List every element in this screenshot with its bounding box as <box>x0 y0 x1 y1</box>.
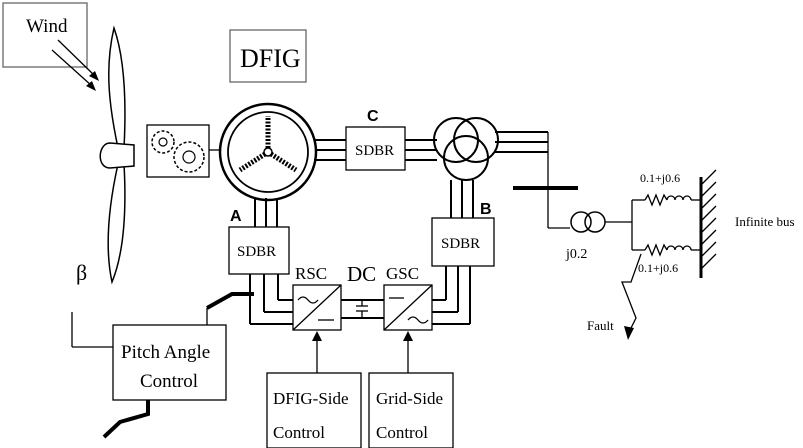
sdbr-right: SDBR <box>431 217 495 267</box>
transformer-icon <box>433 117 499 181</box>
dfig-box: DFIG <box>229 29 307 83</box>
dfig-side-control-box: DFIG-Side Control <box>266 372 362 448</box>
wind-box: Wind <box>2 2 88 68</box>
pitch-control-lines <box>71 292 254 439</box>
gsc-converter-icon <box>383 284 433 331</box>
dc-label: DC <box>347 262 376 286</box>
control-arrows <box>312 331 413 373</box>
fault-label: Fault <box>587 318 614 333</box>
grid-side-line1: Grid-Side <box>376 389 443 408</box>
beta-label: β <box>76 260 87 285</box>
pitch-angle-control-box: Pitch Angle Control <box>112 324 227 401</box>
sdbr-top: SDBR <box>345 126 406 171</box>
rsc-label: RSC <box>295 264 327 283</box>
wind-label: Wind <box>26 16 68 37</box>
point-b-label: B <box>480 201 492 218</box>
dc-link-icon <box>341 299 384 319</box>
grid-side-lines <box>432 180 474 325</box>
dfig-label: DFIG <box>240 44 301 73</box>
fault-icon <box>621 253 642 340</box>
sdbr-left-label: SDBR <box>237 244 276 260</box>
generator-icon <box>218 102 318 202</box>
wind-turbine-icon <box>99 25 135 285</box>
point-a-label: A <box>230 208 242 225</box>
step-up-transformer-icon <box>570 211 632 233</box>
sdbr-top-label: SDBR <box>355 143 394 159</box>
dfig-side-line1: DFIG-Side <box>273 389 349 408</box>
grid-side-line2: Control <box>376 423 428 442</box>
grid-connection-lines <box>495 131 578 229</box>
gearbox-icon <box>146 124 222 178</box>
gsc-label: GSC <box>386 264 419 283</box>
stator-lines <box>314 139 437 161</box>
pitch-line1: Pitch Angle <box>121 342 210 363</box>
transmission-lines <box>631 193 702 257</box>
wind-arrows <box>51 39 99 91</box>
rotor-lines <box>249 198 293 325</box>
transformer-reactance-label: j0.2 <box>565 247 587 262</box>
sdbr-left: SDBR <box>228 226 290 275</box>
infinite-bus-icon <box>699 169 717 278</box>
impedance-upper-label: 0.1+j0.6 <box>640 171 680 185</box>
grid-side-control-box: Grid-Side Control <box>368 372 454 448</box>
sdbr-right-label: SDBR <box>441 236 480 252</box>
point-c-label: C <box>367 108 379 125</box>
dfig-side-line2: Control <box>273 423 325 442</box>
pitch-line2: Control <box>140 371 198 392</box>
impedance-lower-label: 0.1+j0.6 <box>638 261 678 275</box>
rsc-converter-icon <box>292 284 342 331</box>
infinite-bus-label: Infinite bus <box>735 214 795 229</box>
